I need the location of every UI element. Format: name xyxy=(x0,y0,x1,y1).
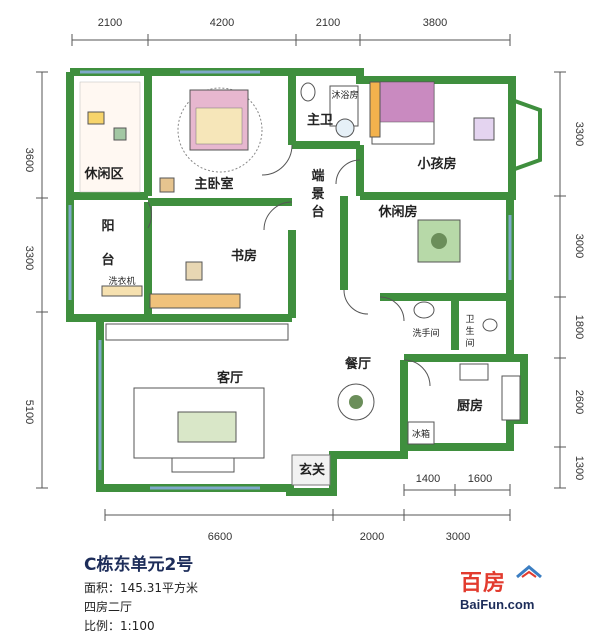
leisure-area-floor xyxy=(79,81,141,193)
master-chair xyxy=(159,177,175,193)
label-toilet-3: 间 xyxy=(465,337,474,349)
bay-window xyxy=(510,97,542,173)
dim-right-5: 1300 xyxy=(573,456,585,480)
kitchen-stove xyxy=(501,375,521,421)
label-leisure-area: 休闲区 xyxy=(83,166,123,182)
label-kids-room: 小孩房 xyxy=(417,156,456,172)
dim-right-4: 2600 xyxy=(573,390,585,414)
tv-cabinet xyxy=(105,323,289,341)
label-toilet-2: 生 xyxy=(465,325,474,337)
dining-plant xyxy=(349,395,363,409)
leisure-room-plant xyxy=(431,233,447,249)
plan-info: C栋东单元2号 面积：145.31平方米 四房二厅 比例：1:100 xyxy=(84,550,198,636)
label-fridge: 冰箱 xyxy=(412,428,430,440)
label-entrance: 玄关 xyxy=(299,462,325,478)
plan-layout: 四房二厅 xyxy=(84,600,133,614)
dim-top-4: 3800 xyxy=(423,17,447,29)
label-toilet-1: 卫 xyxy=(465,315,474,325)
label-master-bath: 主卫 xyxy=(307,112,333,128)
plan-area: 面积：145.31平方米 xyxy=(84,581,198,595)
dim-top-1: 2100 xyxy=(98,17,122,29)
washroom-basin xyxy=(413,301,435,319)
dim-right-2: 3000 xyxy=(573,234,585,258)
dim-left-3: 5100 xyxy=(23,400,35,424)
dim-bottom-3: 3000 xyxy=(446,531,470,543)
label-washing-machine: 洗衣机 xyxy=(108,275,135,287)
toilet-icon xyxy=(300,82,316,102)
label-shower-room: 沐浴房 xyxy=(331,89,358,101)
label-balcony-1: 阳 xyxy=(101,219,114,234)
study-bookcase xyxy=(149,293,241,309)
label-living-room: 客厅 xyxy=(217,370,243,386)
dim-bottom-2: 2000 xyxy=(360,531,384,543)
label-balcony-2: 台 xyxy=(101,252,114,268)
kids-shelf xyxy=(369,81,381,138)
plan-scale: 比例：1:100 xyxy=(84,619,155,633)
plan-title: C栋东单元2号 xyxy=(84,555,194,575)
label-kitchen: 厨房 xyxy=(457,398,483,414)
dim-top-3: 2100 xyxy=(316,17,340,29)
kitchen-sink xyxy=(459,363,489,381)
house-icon xyxy=(515,565,543,593)
brand-logo: 百房 BaiFun.com xyxy=(460,565,570,615)
dim-top-2: 4200 xyxy=(210,17,234,29)
label-washroom: 洗手间 xyxy=(412,327,439,339)
floor-plan: 2100 4200 2100 3800 3600 3300 5100 3300 … xyxy=(23,17,585,543)
label-end-view-1: 端 xyxy=(311,168,324,184)
coffee-table xyxy=(177,411,237,443)
logo-cn: 百房 xyxy=(460,571,507,596)
label-end-view-3: 台 xyxy=(311,204,324,220)
kids-bed xyxy=(371,81,435,123)
door-swings xyxy=(147,144,431,387)
logo-en: BaiFun.com xyxy=(460,597,535,612)
label-master-bedroom: 主卧室 xyxy=(194,176,233,192)
dim-left-1: 3600 xyxy=(23,148,35,172)
dim-right-1: 3300 xyxy=(573,122,585,146)
rug-circle xyxy=(177,87,263,173)
dim-left-2: 3300 xyxy=(23,246,35,270)
label-dining-room: 餐厅 xyxy=(344,356,371,372)
master-bed-quilt xyxy=(195,107,243,145)
toilet-bowl xyxy=(482,318,498,332)
fridge xyxy=(407,421,435,445)
label-leisure-room: 休闲房 xyxy=(377,204,417,220)
label-end-view-2: 景 xyxy=(311,187,324,202)
leisure-chair-2 xyxy=(113,127,127,141)
dim-bottom-small-1: 1400 xyxy=(416,473,440,485)
dim-right-3: 1800 xyxy=(573,315,585,339)
dim-bottom-small-2: 1600 xyxy=(468,473,492,485)
washing-machine xyxy=(101,285,143,297)
leisure-chair-1 xyxy=(87,111,105,125)
living-sofa-front xyxy=(171,457,235,473)
entrance-mat xyxy=(291,454,331,486)
kids-chair xyxy=(473,117,495,141)
dim-bottom-1: 6600 xyxy=(208,531,232,543)
label-study: 书房 xyxy=(231,248,257,264)
study-chair xyxy=(185,261,203,281)
dimension-lines xyxy=(36,34,566,521)
basin-icon xyxy=(335,118,355,138)
